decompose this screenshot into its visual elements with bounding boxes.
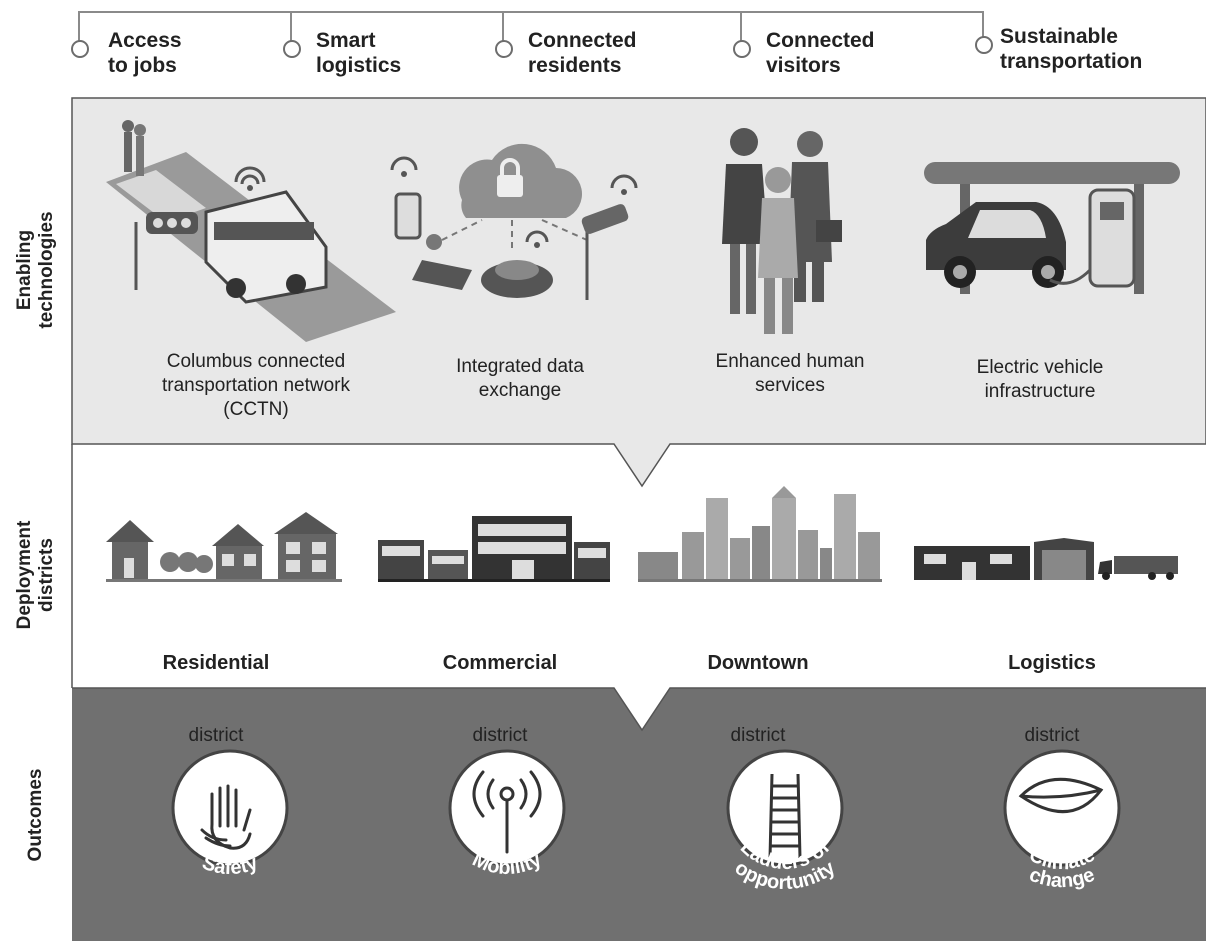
goal-circle-icon <box>733 40 751 58</box>
ev-charging-icon <box>924 162 1180 294</box>
district-sub: district <box>730 725 786 746</box>
district-sub: district <box>472 725 528 746</box>
district-caption-downtown: Downtown district <box>658 602 858 772</box>
people-icon <box>722 128 842 334</box>
outcome-climate: Climate change <box>1003 749 1121 892</box>
houses-icon <box>106 512 342 582</box>
district-sub: district <box>188 725 244 746</box>
goal-label: Smart logistics <box>316 29 402 77</box>
tech-caption-human-services: Enhanced human services <box>715 351 865 396</box>
goal-circle-icon <box>71 40 89 58</box>
goal-circle-icon <box>975 36 993 54</box>
cloud-lock-icon <box>390 143 638 300</box>
district-caption-commercial: Commercial district <box>400 602 600 772</box>
goal-label: Sustainable transportation <box>1000 25 1143 73</box>
outcomes-band <box>72 688 1206 941</box>
skyline-icon <box>638 486 882 582</box>
goal-label: Connected residents <box>528 29 637 77</box>
district-caption-residential: Residential district <box>116 602 316 772</box>
signal-antenna-icon <box>472 770 542 854</box>
outcome-safety: Safety <box>171 749 289 879</box>
outcome-mobility: Mobility <box>448 749 566 879</box>
goal-label: Access to jobs <box>108 29 182 77</box>
district-caption-logistics: Logistics district <box>952 602 1152 772</box>
goal-circle-icon <box>283 40 301 58</box>
storefronts-icon <box>378 516 610 582</box>
warehouse-truck-icon <box>914 538 1178 580</box>
connected-bus-icon <box>106 120 396 342</box>
tech-caption-data-exchange: Integrated data exchange <box>456 356 584 401</box>
ladder-icon <box>768 773 802 859</box>
leaf-icon <box>1018 777 1104 814</box>
hand-icon <box>200 784 252 850</box>
tech-caption-ev-infrastructure: Electric vehicle infrastructure <box>976 357 1104 402</box>
enabling-band <box>71 97 1206 488</box>
tech-caption-cctn: Columbus connected transportation networ… <box>162 351 350 420</box>
goal-label: Connected visitors <box>766 29 875 77</box>
outcome-ladders: Ladders of opportunity <box>726 749 844 894</box>
district-name: Commercial <box>442 652 558 674</box>
district-name: Residential <box>162 652 270 674</box>
goal-circle-icon <box>495 40 513 58</box>
district-name: Logistics <box>1008 652 1096 674</box>
district-name: Downtown <box>707 652 809 674</box>
district-sub: district <box>1024 725 1080 746</box>
